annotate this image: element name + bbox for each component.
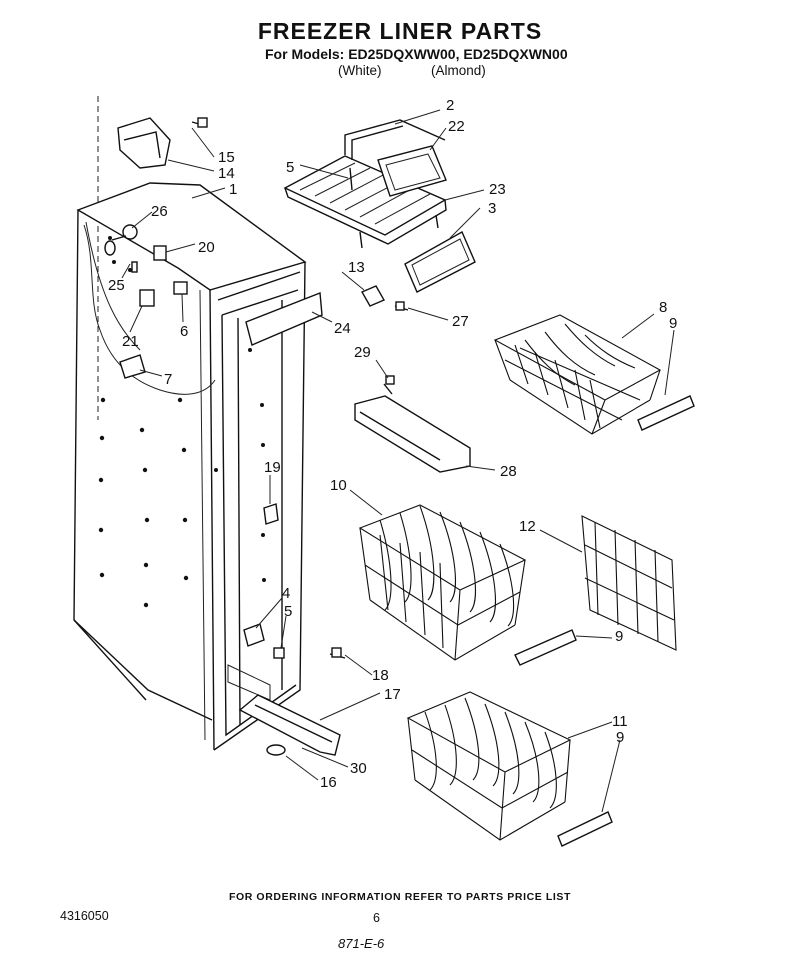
callout-21: 21 — [122, 333, 139, 350]
variant-almond: (Almond) — [431, 63, 486, 78]
callout-6: 6 — [180, 323, 188, 340]
leader-lines — [121, 109, 675, 813]
callout-26: 26 — [151, 203, 168, 220]
callout-10: 10 — [330, 477, 347, 494]
callout-17: 17 — [384, 686, 401, 703]
callout-8: 8 — [659, 299, 667, 316]
callout-22: 22 — [448, 118, 465, 135]
shelf-assembly — [283, 119, 476, 293]
callout-9-top: 9 — [669, 315, 677, 332]
page-title: FREEZER LINER PARTS — [257, 18, 543, 44]
divider-12 — [581, 515, 677, 651]
callout-labels: 2 22 15 14 1 5 23 3 26 20 25 13 27 24 6 … — [108, 97, 677, 791]
callout-16: 16 — [320, 774, 337, 791]
callout-2: 2 — [446, 97, 454, 114]
inner-hardware — [243, 503, 285, 659]
callout-4: 4 — [282, 585, 290, 602]
handwritten-mark: 871-E-6 — [338, 936, 385, 951]
callout-20: 20 — [198, 239, 215, 256]
callout-25: 25 — [108, 277, 125, 294]
callout-3: 3 — [488, 200, 496, 217]
callout-1: 1 — [229, 181, 237, 198]
callout-27: 27 — [452, 313, 469, 330]
ordering-note: FOR ORDERING INFORMATION REFER TO PARTS … — [228, 891, 572, 903]
basket-10 — [358, 504, 577, 666]
callout-15: 15 — [218, 149, 235, 166]
callout-9-bottom: 9 — [616, 729, 624, 746]
freezer-liner-drawing — [73, 96, 307, 751]
callout-29: 29 — [354, 344, 371, 361]
callout-7: 7 — [164, 371, 172, 388]
callout-30: 30 — [350, 760, 367, 777]
callout-11: 11 — [612, 713, 628, 730]
mid-hardware — [245, 285, 409, 346]
callout-9-middle: 9 — [615, 628, 623, 645]
left-hardware — [104, 117, 208, 379]
callout-18: 18 — [372, 667, 389, 684]
document-number: 4316050 — [60, 909, 109, 923]
basket-11 — [406, 691, 613, 847]
callout-5-bottom: 5 — [284, 603, 292, 620]
rail-assembly — [354, 375, 471, 473]
callout-23: 23 — [489, 181, 506, 198]
models-line: For Models: ED25DQXWW00, ED25DQXWN00 — [265, 46, 568, 62]
variant-white: (White) — [338, 63, 382, 78]
callout-24: 24 — [334, 320, 351, 337]
callout-19: 19 — [264, 459, 281, 476]
bottom-hardware — [238, 647, 346, 756]
page-number: 6 — [373, 911, 380, 925]
callout-5-top: 5 — [286, 159, 294, 176]
callout-12: 12 — [519, 518, 536, 535]
callout-14: 14 — [218, 165, 235, 182]
callout-28: 28 — [500, 463, 517, 480]
callout-13: 13 — [348, 259, 365, 276]
basket-8 — [493, 314, 695, 435]
